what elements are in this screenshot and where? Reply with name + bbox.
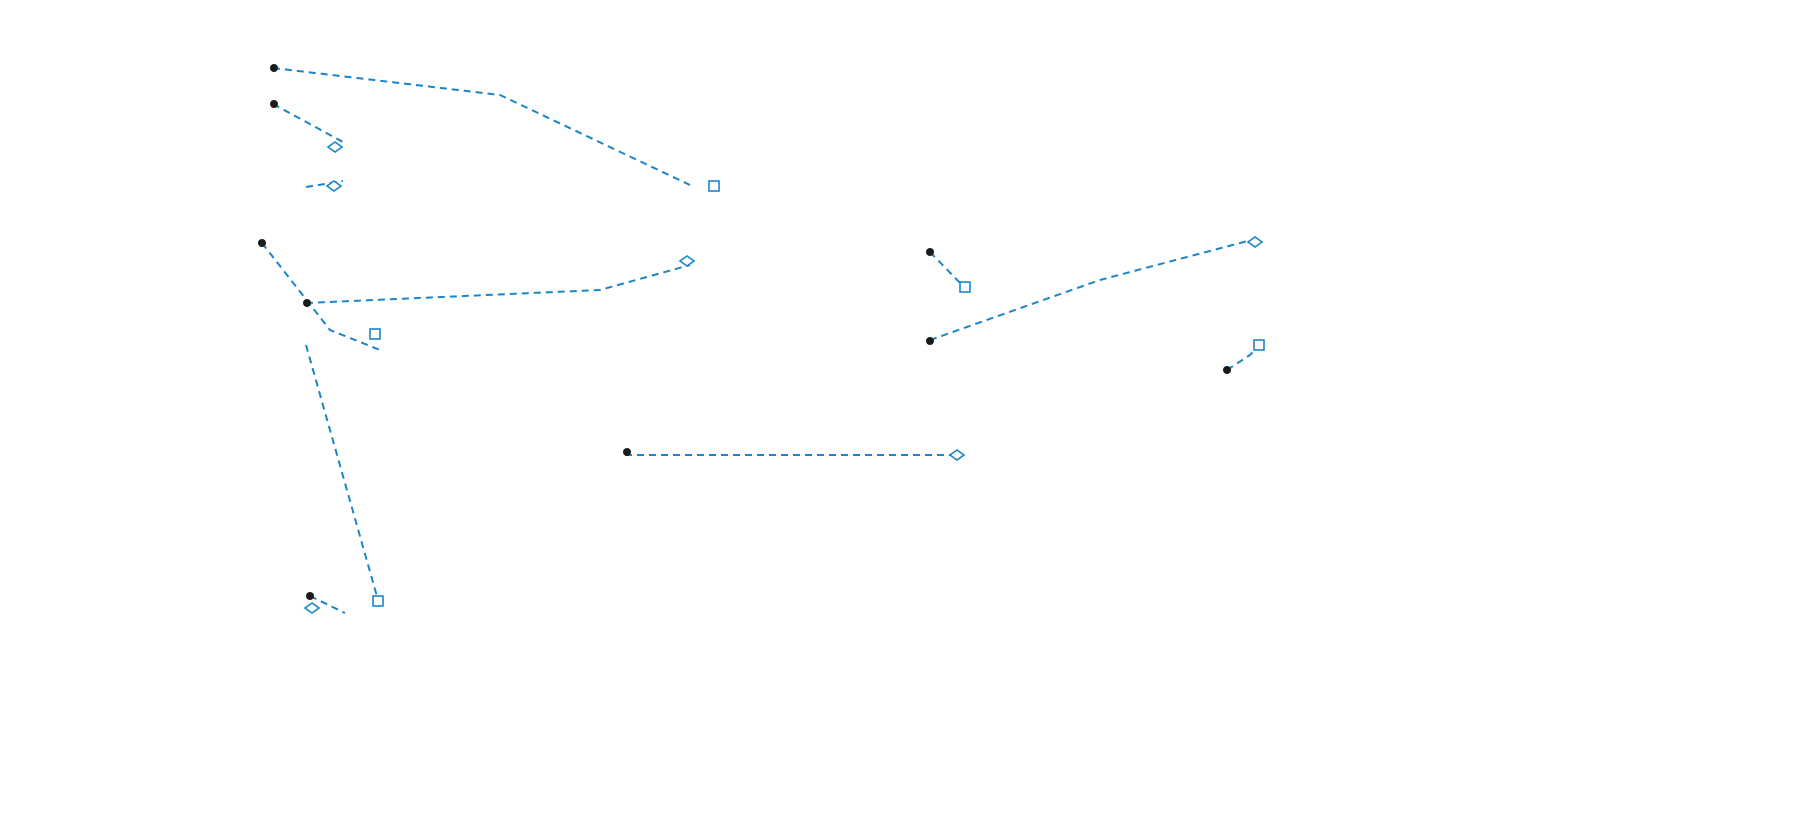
relationship-lines bbox=[258, 64, 1265, 614]
